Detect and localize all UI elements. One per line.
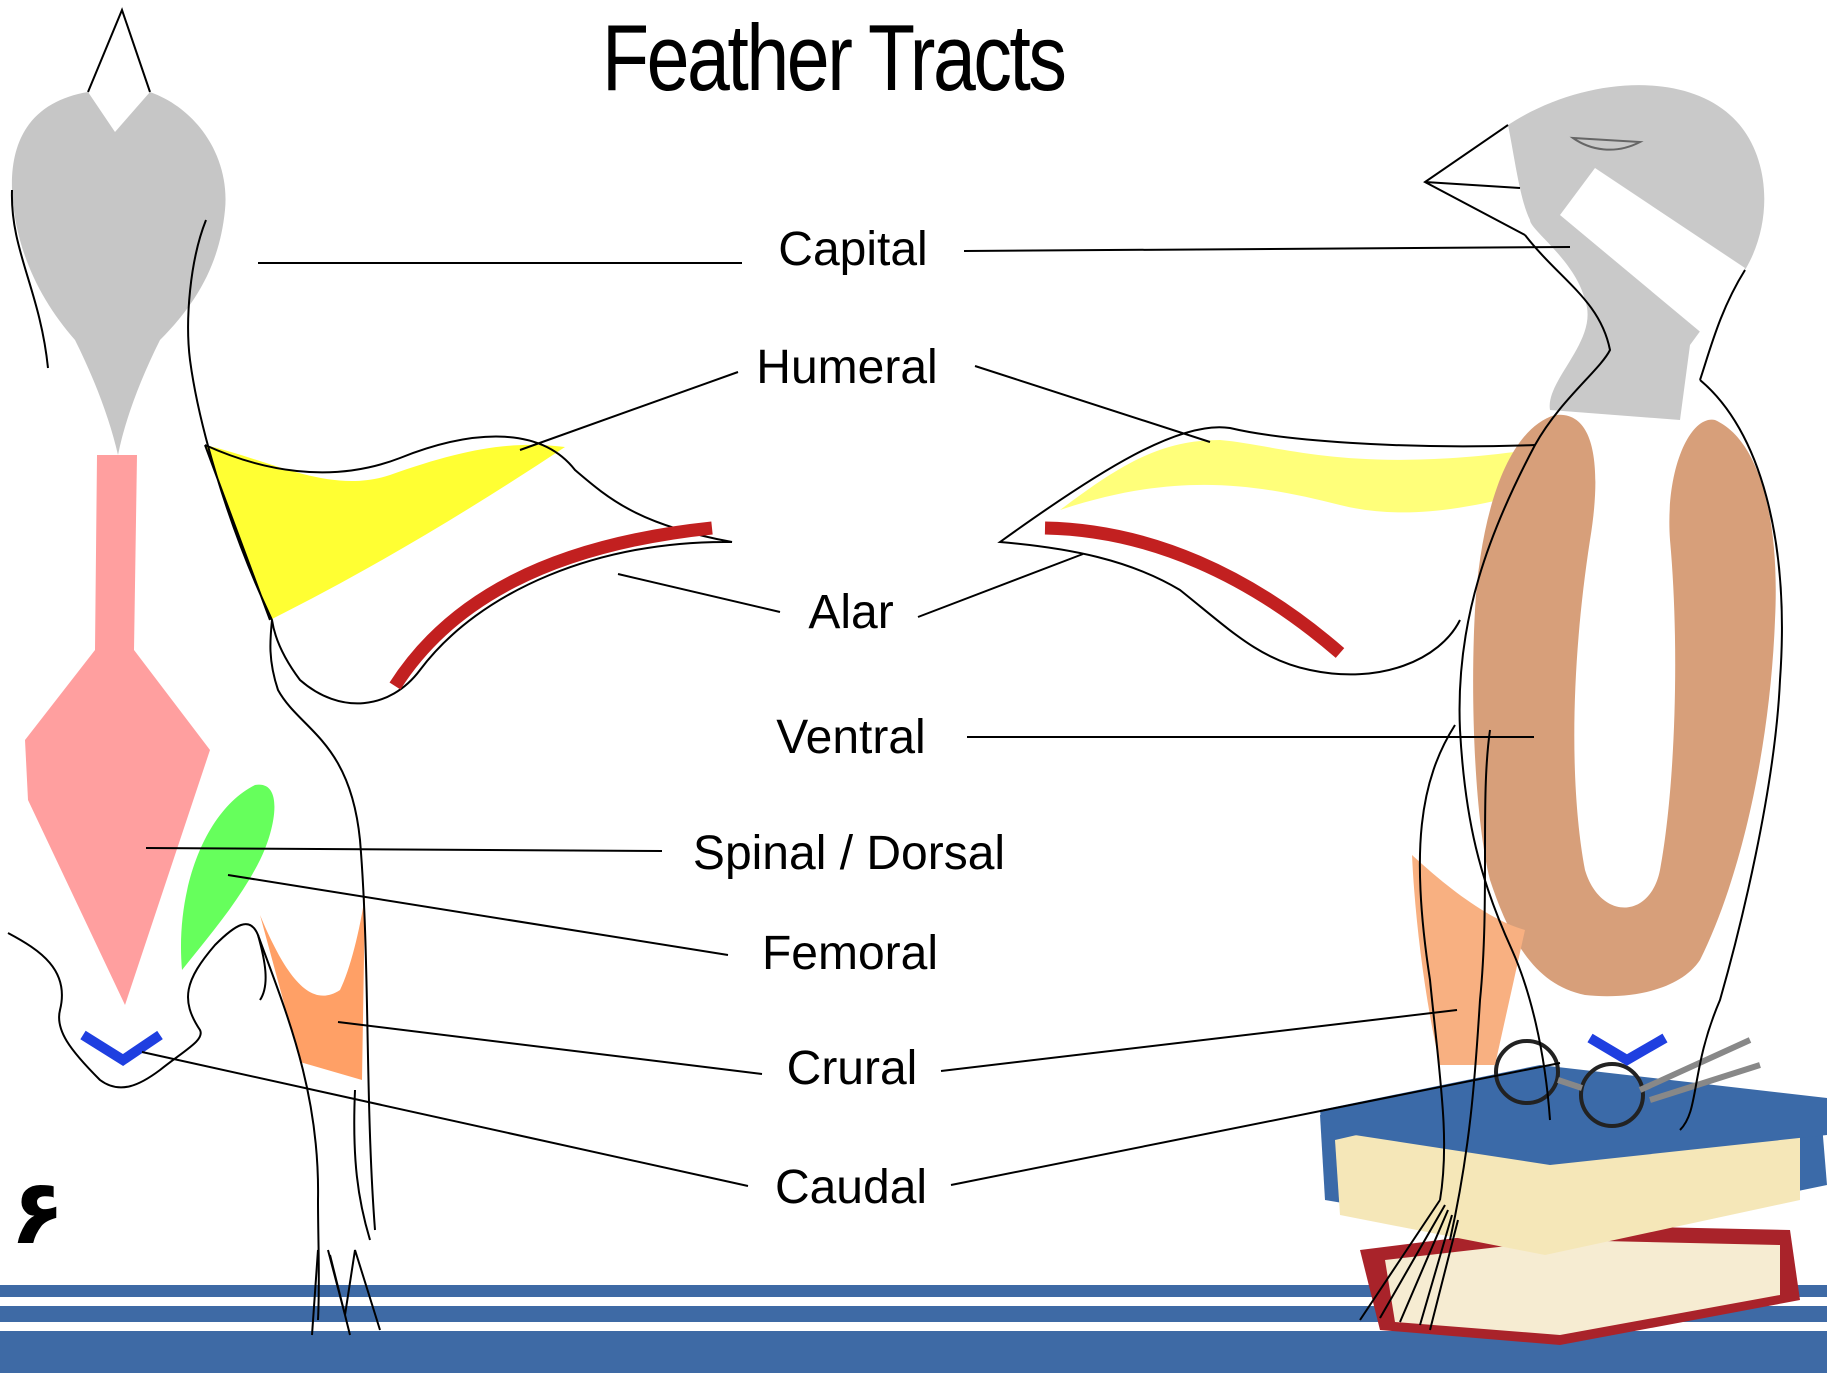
ventral-tract [1473,415,1776,996]
label-femoral: Femoral [762,926,938,982]
books-illustration [1320,1040,1827,1345]
label-ventral: Ventral [776,710,925,766]
label-humeral: Humeral [756,340,937,396]
alar-tract-dorsal [395,528,712,686]
alar-tract-ventral [1045,528,1340,653]
label-alar: Alar [808,585,893,641]
ventral-view-bird [1000,85,1827,1345]
humeral-tract-ventral [1060,440,1530,512]
caudal-tract-dorsal [83,1035,160,1060]
slide-number: ۶ [10,1160,65,1265]
dorsal-view-bird [8,10,732,1335]
caudal-tract-ventral [1590,1038,1665,1060]
label-capital: Capital [778,222,927,278]
label-caudal: Caudal [775,1160,927,1216]
label-spinal-dorsal: Spinal / Dorsal [693,826,1005,882]
page-title: Feather Tracts [150,4,1517,112]
label-crural: Crural [787,1041,918,1097]
capital-tract-dorsal [12,92,226,455]
crural-tract-dorsal [260,895,365,1080]
